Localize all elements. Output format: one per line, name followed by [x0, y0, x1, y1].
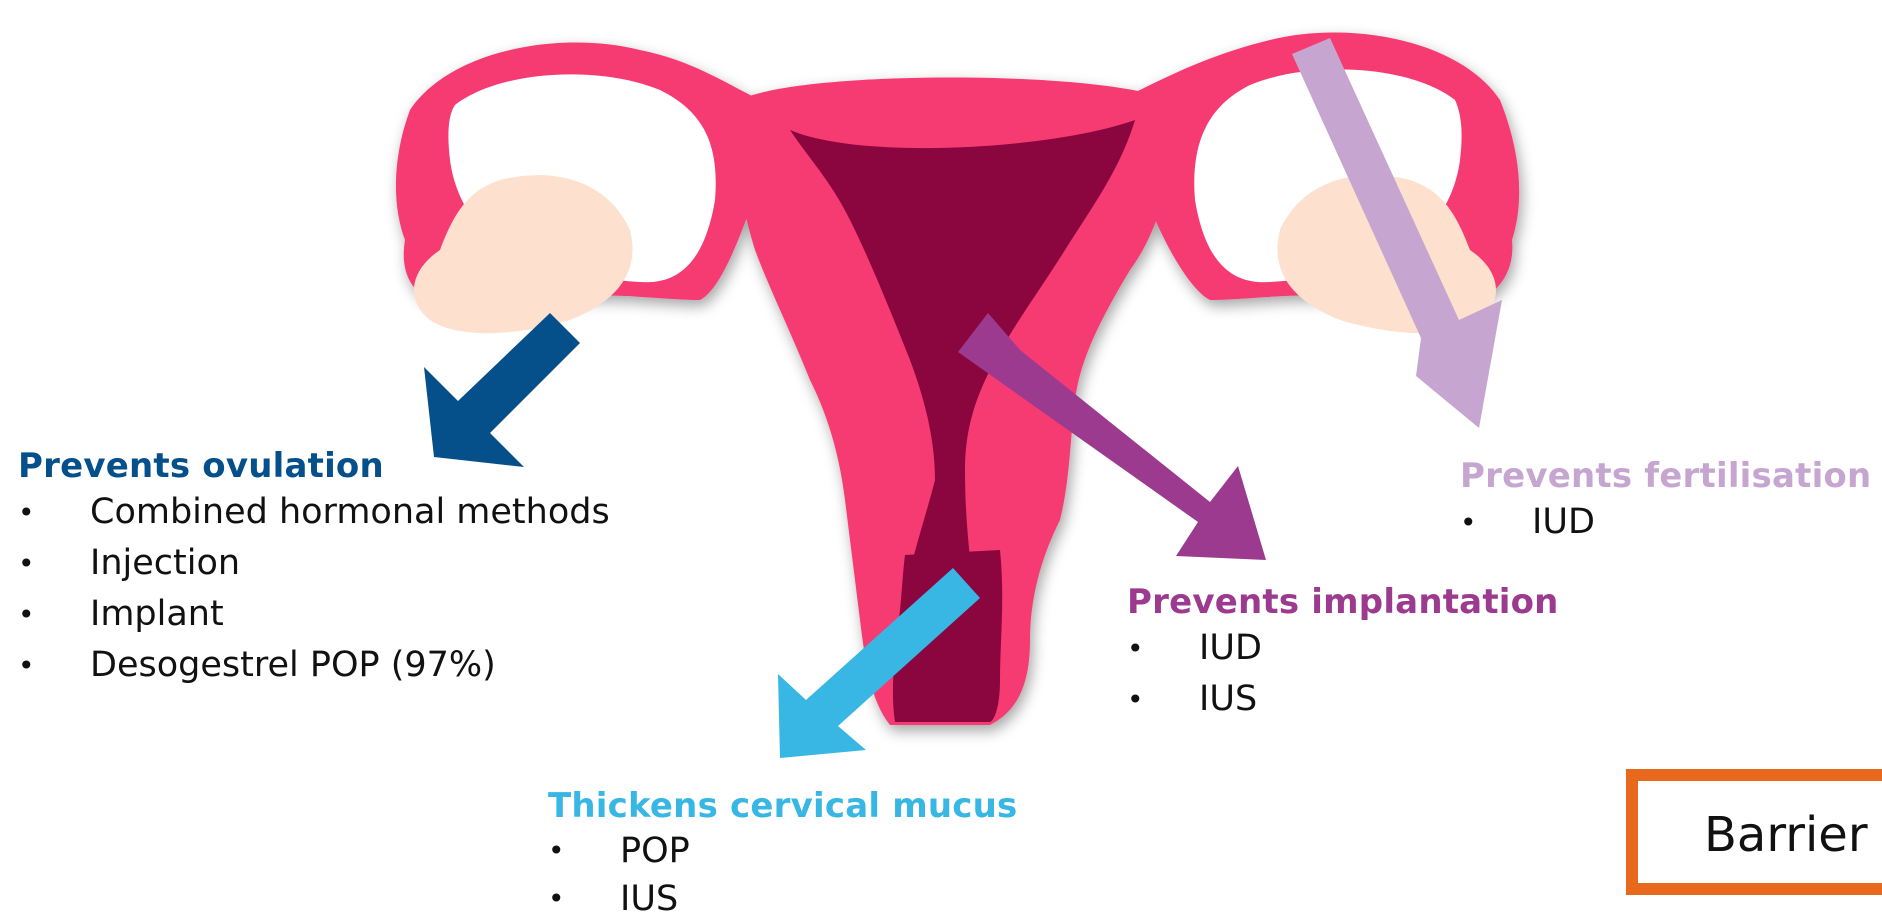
mucus-label: Thickens cervical mucus •POP •IUS	[548, 785, 1017, 923]
ovulation-heading: Prevents ovulation	[18, 445, 610, 487]
bullet: •	[18, 538, 35, 589]
list-item: •IUS	[1127, 674, 1559, 725]
ovulation-arrow	[424, 313, 580, 467]
list-item-text: IUS	[548, 879, 678, 919]
bullet: •	[18, 640, 35, 691]
list-item: •IUD	[1460, 497, 1871, 548]
bullet: •	[548, 827, 565, 875]
list-item: •Desogestrel POP (97%)	[18, 640, 610, 691]
mucus-list: •POP •IUS	[548, 827, 1017, 923]
fertilisation-label: Prevents fertilisation •IUD	[1460, 455, 1871, 548]
bullet: •	[1127, 623, 1144, 674]
list-item: •IUD	[1127, 623, 1559, 674]
bullet: •	[548, 875, 565, 923]
bullet: •	[1460, 497, 1477, 548]
list-item-text: Combined hormonal methods	[18, 492, 610, 532]
list-item: •Implant	[18, 589, 610, 640]
ovulation-label: Prevents ovulation •Combined hormonal me…	[18, 445, 610, 691]
list-item-text: Implant	[18, 594, 224, 634]
mucus-heading: Thickens cervical mucus	[548, 785, 1017, 827]
list-item: •POP	[548, 827, 1017, 875]
list-item-text: IUD	[1127, 628, 1262, 668]
list-item-text: POP	[548, 831, 690, 871]
implantation-label: Prevents implantation •IUD •IUS	[1127, 581, 1559, 725]
barrier-label: Barrier	[1704, 807, 1868, 863]
implantation-list: •IUD •IUS	[1127, 623, 1559, 725]
list-item-text: IUS	[1127, 679, 1257, 719]
list-item: •IUS	[548, 875, 1017, 923]
fertilisation-list: •IUD	[1460, 497, 1871, 548]
list-item-text: Desogestrel POP (97%)	[18, 645, 496, 685]
bullet: •	[18, 589, 35, 640]
list-item: •Combined hormonal methods	[18, 487, 610, 538]
list-item: •Injection	[18, 538, 610, 589]
list-item-text: Injection	[18, 543, 240, 583]
list-item-text: IUD	[1460, 502, 1595, 542]
implantation-heading: Prevents implantation	[1127, 581, 1559, 623]
fertilisation-heading: Prevents fertilisation	[1460, 455, 1871, 497]
bullet: •	[1127, 674, 1144, 725]
ovulation-list: •Combined hormonal methods •Injection •I…	[18, 487, 610, 691]
bullet: •	[18, 487, 35, 538]
barrier-box: Barrier	[1626, 769, 1882, 895]
